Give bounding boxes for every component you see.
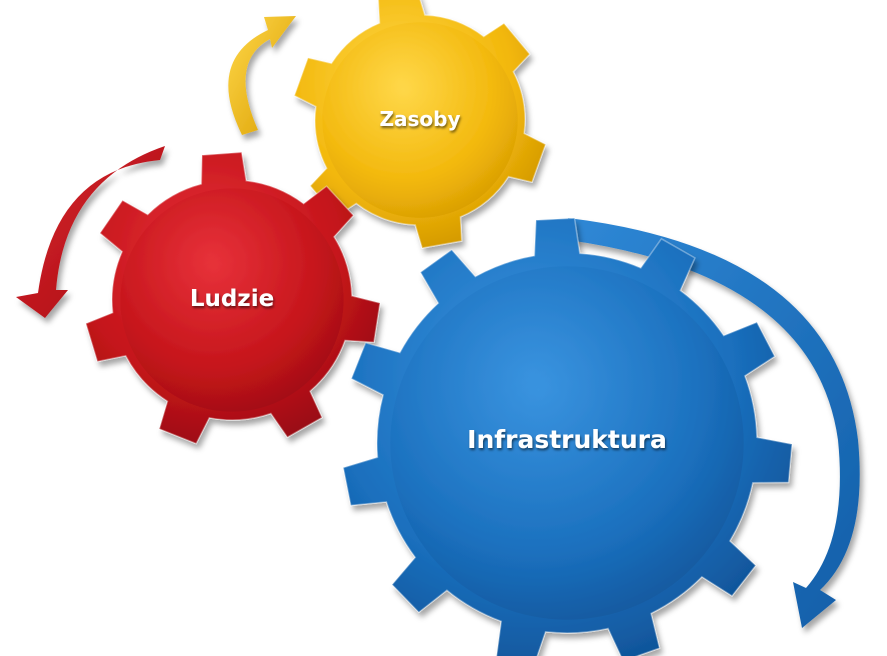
arrow-infrastruktura-body bbox=[568, 218, 860, 628]
arrow-zasoby-body bbox=[228, 16, 296, 135]
gear-infrastruktura-face bbox=[390, 266, 744, 620]
arrow-ludzie-body bbox=[16, 146, 165, 318]
gear-label-ludzie: Ludzie bbox=[190, 286, 274, 312]
gear-infrastruktura bbox=[342, 217, 793, 656]
gear-label-infrastruktura: Infrastruktura bbox=[467, 425, 667, 454]
gear-ludzie bbox=[84, 151, 381, 445]
gear-zasoby bbox=[293, 0, 547, 249]
arrow-infrastruktura bbox=[568, 218, 860, 628]
gear-ludzie-face bbox=[120, 188, 344, 412]
gear-label-zasoby: Zasoby bbox=[380, 107, 461, 131]
arrow-ludzie bbox=[16, 146, 165, 318]
gear-zasoby-face bbox=[322, 22, 518, 218]
arrow-zasoby bbox=[228, 16, 296, 135]
